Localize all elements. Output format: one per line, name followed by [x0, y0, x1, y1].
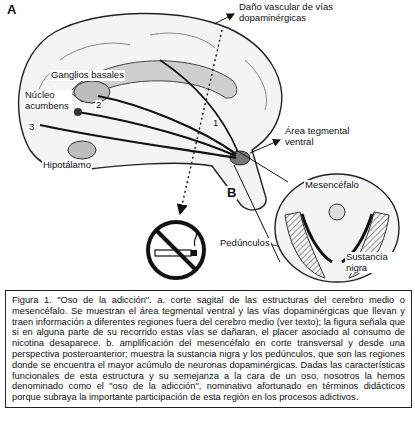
- panel-letter: A: [6, 3, 17, 17]
- midbrain-section: [275, 174, 399, 282]
- part-label: Mesencéfalo: [304, 180, 360, 191]
- part-label: Ganglios basales: [50, 70, 125, 81]
- damage-label: Daño vascular de vías dopaminérgicas: [238, 2, 338, 23]
- part-label: Pedúnculos: [219, 238, 271, 249]
- callout-number: 2: [95, 100, 102, 111]
- callout-number: 3: [28, 122, 35, 133]
- part-label: Núcleo acumbens: [24, 90, 72, 111]
- part-label: Área tegmental ventral: [284, 126, 366, 147]
- part-label: Hipotálamo: [42, 160, 92, 171]
- panel-letter: B: [226, 186, 237, 200]
- part-label: Sustancia nigra: [345, 252, 399, 273]
- no-smoking-sign: [148, 222, 204, 278]
- figure-caption: Figura 1. "Oso de la adicción". a. corte…: [5, 290, 412, 408]
- sagittal-brain: [19, 13, 282, 209]
- callout-number: 1: [212, 118, 219, 129]
